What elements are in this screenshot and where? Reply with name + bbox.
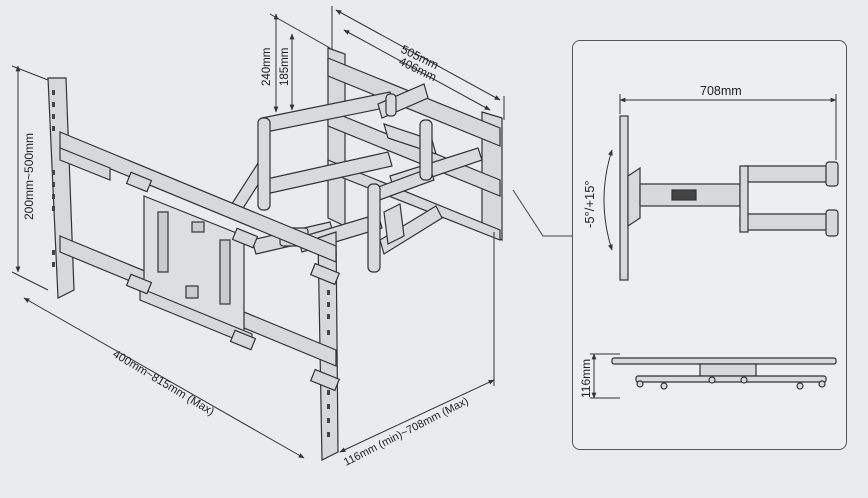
inset-connector-line (512, 189, 572, 237)
outer-height-label: 240mm (261, 48, 273, 86)
max-extension-label: 708mm (700, 84, 742, 98)
inset-top-mount (619, 115, 839, 281)
inner-height-label: 185mm (279, 48, 291, 86)
inset-dimension-lines (590, 94, 837, 399)
rail-holes (52, 90, 330, 437)
extension-range-label: 116mm (min)~708mm (Max) (342, 395, 471, 468)
inset-side-view (611, 357, 837, 390)
min-depth-label: 116mm (579, 359, 593, 398)
tilt-angle-label: -5°/+15° (582, 180, 597, 228)
vertical-range-label: 200mm~500mm (22, 133, 36, 220)
horizontal-range-label: 400mm~815mm (Max) (110, 348, 216, 418)
dimension-lines (11, 6, 505, 459)
